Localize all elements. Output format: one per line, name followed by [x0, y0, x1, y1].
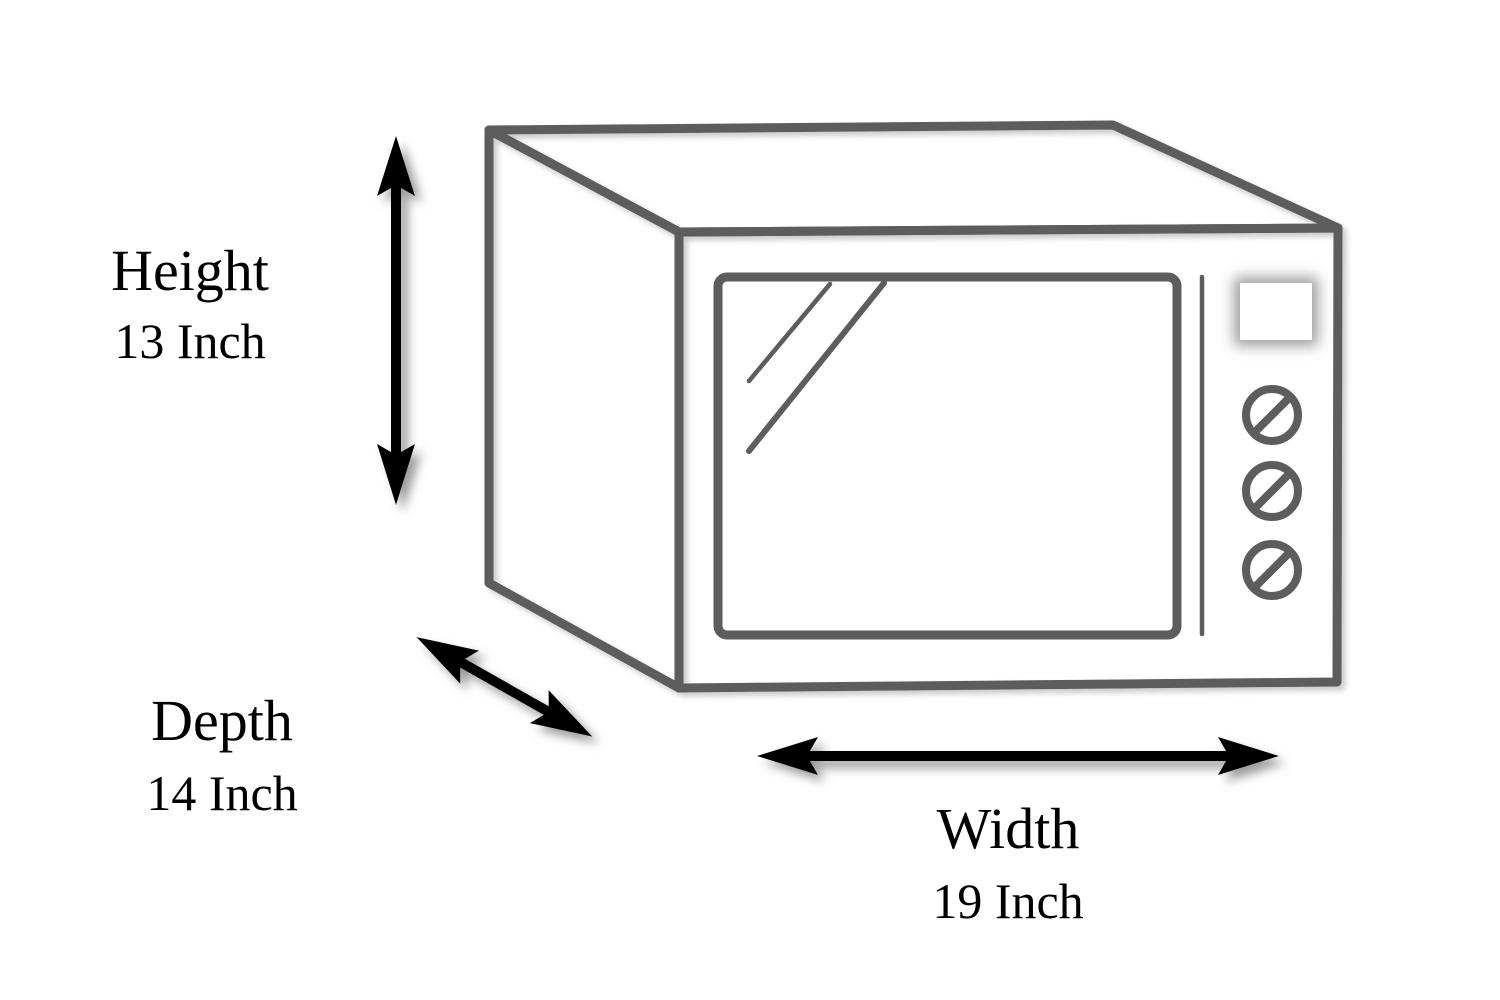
height-arrow	[377, 136, 415, 505]
display-screen	[1234, 277, 1318, 346]
height-label-title: Height	[111, 238, 269, 303]
height-arrow-shape	[377, 136, 415, 505]
width-label-group: Width 19 Inch	[932, 796, 1083, 929]
window-reflection-line-1	[746, 281, 833, 384]
width-label-value: 19 Inch	[932, 873, 1083, 929]
window-reflection-line-2	[746, 280, 887, 454]
knob-3[interactable]	[1242, 540, 1302, 600]
height-label-value: 13 Inch	[114, 313, 265, 369]
control-panel	[1199, 274, 1318, 637]
width-arrow-shape	[757, 737, 1279, 775]
depth-label-title: Depth	[151, 688, 293, 753]
knob-3-indicator	[1251, 549, 1293, 591]
knob-1-indicator	[1251, 394, 1293, 436]
door-window	[713, 272, 1182, 640]
knob-2-indicator	[1251, 470, 1293, 512]
depth-arrow	[416, 637, 593, 737]
knob-1[interactable]	[1242, 385, 1302, 445]
knob-2[interactable]	[1242, 461, 1302, 521]
depth-label-group: Depth 14 Inch	[146, 688, 297, 821]
width-label-title: Width	[937, 796, 1080, 861]
width-arrow	[757, 737, 1279, 775]
height-label-group: Height 13 Inch	[111, 238, 269, 369]
cabinet-front-face	[674, 223, 1343, 693]
door-window-frame	[713, 272, 1182, 640]
depth-label-value: 14 Inch	[146, 765, 297, 821]
depth-arrow-shape	[416, 637, 593, 737]
microwave-cabinet	[484, 120, 1343, 693]
